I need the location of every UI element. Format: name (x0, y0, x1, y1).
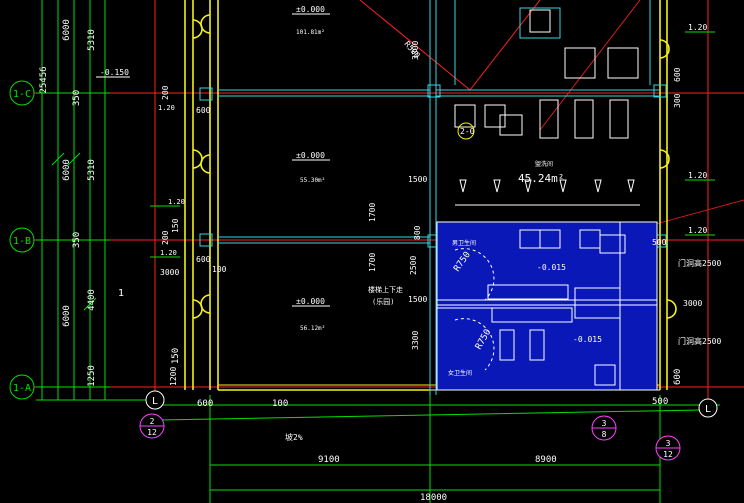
misc-2-0: 2-0 (460, 127, 475, 136)
elevation-5: -0.015 (537, 263, 566, 272)
axis-bubble-L-right: L (698, 398, 718, 418)
area-3: 56.12m² (300, 325, 325, 332)
axis-label-1-A: 1-A (13, 383, 31, 394)
dim-m-150: 150 (171, 218, 180, 233)
dim-r-1-20-c: 1.20 (688, 226, 707, 235)
dim-18000: 18000 (420, 493, 447, 503)
interior-walls (199, 0, 667, 395)
stair-note-2: (乐园) (372, 297, 394, 306)
dim-b-500: 500 (652, 397, 668, 407)
callout-1: 2 12 (139, 413, 165, 439)
callout-1-bottom: 12 (147, 428, 157, 437)
elevation-6: -0.015 (573, 335, 602, 344)
dim-9100: 9100 (318, 455, 340, 465)
dim-150: 150 (171, 348, 181, 364)
elevation-1: ±0.000 (296, 5, 325, 14)
dim-m-200-a: 200 (161, 85, 170, 100)
right-note-2: 门洞高2500 (678, 336, 721, 346)
slope-2: 1.20 (160, 249, 177, 257)
elevation-2: ±0.000 (296, 151, 325, 160)
wash-area: 45.24m² (518, 172, 564, 185)
dim-b-600: 600 (197, 399, 213, 409)
elevation-markers: ±0.000 101.81m² ±0.000 55.30m² ±0.000 56… (96, 5, 602, 344)
dim-r-3000: 3000 (683, 299, 702, 308)
axis-lines (30, 0, 744, 405)
dim-5310-2: 5310 (87, 159, 97, 181)
slope-3: 1.20 (158, 104, 175, 112)
dim-6000-1: 6000 (62, 19, 72, 41)
dim-1250: 1250 (87, 365, 97, 387)
dim-r-600: 600 (673, 67, 682, 82)
dim-m-1200: 1200 (169, 367, 178, 386)
dim-m-2500: 2500 (409, 256, 418, 275)
callout-2-bottom: 8 (602, 430, 607, 439)
dim-m-100: 100 (212, 265, 227, 274)
slope-1: 1.20 (168, 198, 185, 206)
dim-r-300: 300 (673, 93, 682, 108)
dim-r-1-20-a: 1.20 (688, 23, 707, 32)
callout-2-top: 3 (602, 419, 607, 428)
elevation-3: ±0.000 (296, 297, 325, 306)
misc-slope: 坡2% (285, 432, 303, 442)
dim-350-1: 350 (72, 90, 82, 106)
dim-m-200-b: 200 (161, 230, 170, 245)
dim-m-600-a: 600 (196, 106, 211, 115)
dim-5310-1: 5310 (87, 29, 97, 51)
area-1: 101.81m² (296, 29, 325, 36)
callout-3-top: 3 (666, 439, 671, 448)
dim-b-600-r: 600 (673, 369, 683, 385)
dimension-lines-bottom (150, 395, 720, 503)
dim-6000-2: 6000 (62, 159, 72, 181)
right-note-1: 门洞高2500 (678, 258, 721, 268)
axis-label-1-C: 1-C (13, 89, 31, 100)
axis-bubble-1-A: 1-A (9, 374, 35, 400)
axis-bubble-L-left: L (145, 390, 165, 410)
dim-m-1500-b: 1500 (408, 295, 427, 304)
callout-3-bottom: 12 (663, 450, 673, 459)
axis-label-L-left: L (152, 396, 158, 407)
dim-m-1500-a: 1500 (408, 175, 427, 184)
dim-text-bottom: 9100 8900 18000 600 100 500 600 (197, 369, 683, 503)
dimension-lines-left (36, 0, 160, 401)
fixtures (454, 9, 640, 206)
elevation-4: -0.150 (100, 68, 129, 77)
dim-r-500: 500 (652, 238, 667, 247)
area-2: 55.30m² (300, 177, 325, 184)
dim-m-600-b: 600 (196, 255, 211, 264)
stair-note: 楼梯上下走 (368, 285, 403, 294)
dim-r-1-20-b: 1.20 (688, 171, 707, 180)
slope-arrows: 1.20 1.20 1.20 (150, 31, 715, 258)
misc-1: 1 (118, 288, 124, 299)
dim-4400: 4400 (87, 289, 97, 311)
dim-m-3300-a: 3300 (411, 41, 420, 60)
axis-label-1-B: 1-B (13, 236, 31, 247)
dim-m-3000: 3000 (160, 268, 179, 277)
dim-m-1700-a: 1700 (368, 203, 377, 222)
dim-m-3300-b: 3300 (411, 331, 420, 350)
dim-text-left: 6000 6000 6000 25456 5310 5310 4400 1250… (39, 19, 181, 387)
dim-m-800: 800 (413, 225, 422, 240)
callout-2: 3 8 (591, 415, 617, 441)
toilet-caption-1: 男卫生间 (452, 239, 476, 247)
axis-label-L-right: L (705, 404, 711, 415)
dim-350-2: 350 (72, 232, 82, 248)
dim-25456: 25456 (39, 66, 49, 93)
wash-caption: 盥洗间 (535, 160, 553, 168)
callout-1-top: 2 (150, 417, 155, 426)
dim-text-right: 1.20 1.20 1.20 3000 500 300 600 门洞高2500 … (652, 23, 721, 346)
dim-text-middle: 1500 1700 1700 2500 1500 3300 3300 3000 … (160, 41, 427, 386)
dim-b-100: 100 (272, 399, 288, 409)
toilet-caption-2: 女卫生间 (448, 369, 472, 377)
callout-3: 3 12 (655, 435, 681, 461)
toilet-room (436, 221, 658, 391)
axis-bubble-1-B: 1-B (9, 227, 35, 253)
dim-6000-3: 6000 (62, 305, 72, 327)
dim-8900: 8900 (535, 455, 557, 465)
axis-bubble-1-C: 1-C (9, 80, 35, 106)
dim-m-1700-b: 1700 (368, 253, 377, 272)
